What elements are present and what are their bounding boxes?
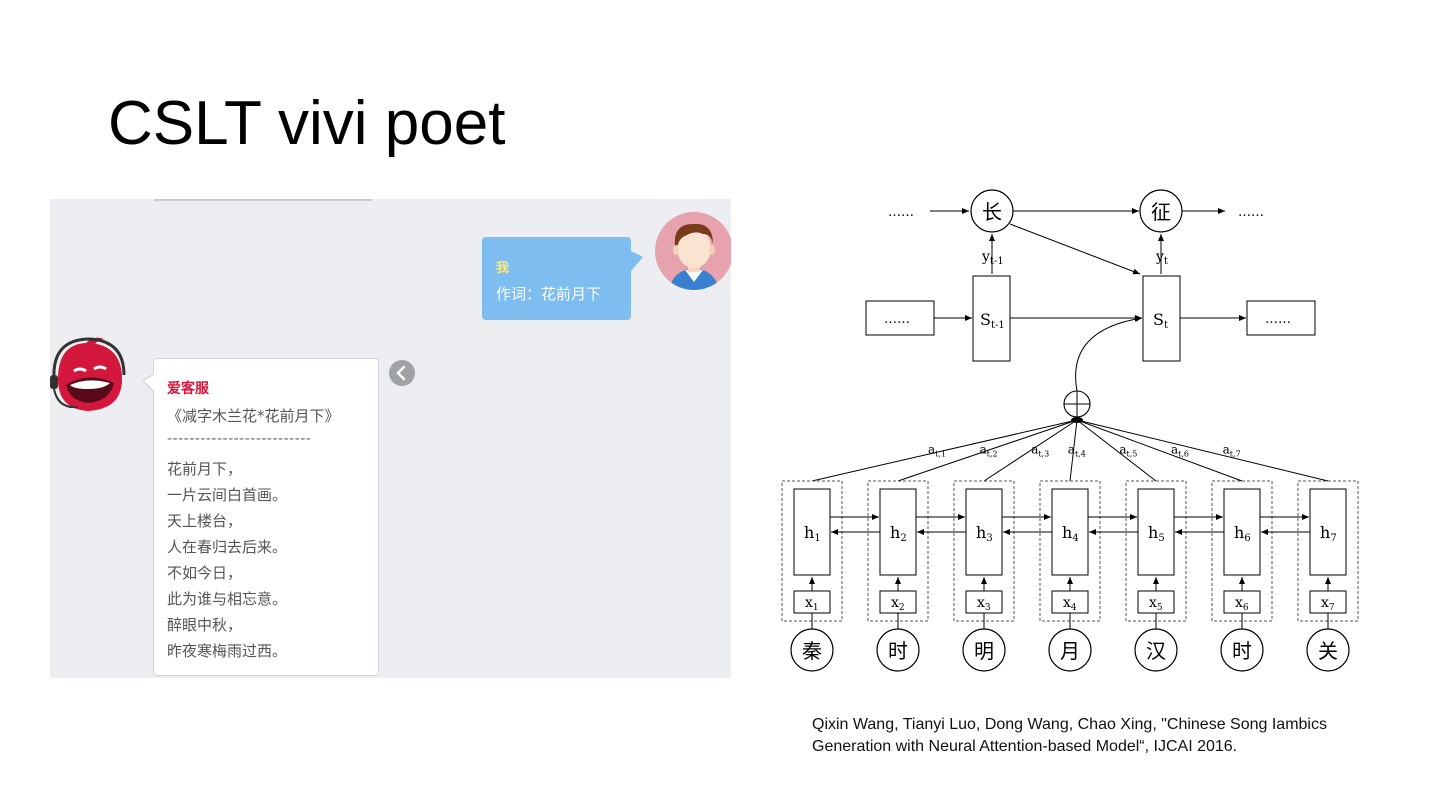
- state-box: [1142, 275, 1181, 362]
- poem-line: 此为谁与相忘意。: [167, 590, 288, 608]
- boy-avatar-icon[interactable]: [655, 212, 731, 290]
- attention-line: [983, 419, 1078, 482]
- input-char-node: [790, 628, 834, 672]
- poem-line: 花前月下，: [167, 460, 243, 478]
- headset-mascot-icon[interactable]: [50, 335, 128, 415]
- hidden-label: h2: [890, 523, 907, 544]
- attention-line: [897, 419, 1078, 482]
- y-label: yt-1: [981, 249, 1004, 267]
- poem-line: 昨夜寒梅雨过西。: [167, 642, 288, 660]
- hidden-state-box: [1309, 488, 1347, 576]
- poem-line: 天上楼台，: [167, 512, 243, 530]
- input-char-node: [1306, 628, 1350, 672]
- poem-line: 不如今日，: [167, 564, 243, 582]
- ellipsis-right-mid: ……: [1265, 312, 1291, 327]
- input-label: x7: [1321, 595, 1335, 613]
- hidden-label: h7: [1320, 523, 1337, 544]
- hidden-state-box: [1051, 488, 1089, 576]
- attention-lines: [811, 419, 1329, 482]
- input-char: 明: [974, 639, 994, 663]
- poem-line: 一片云间白首画。: [167, 486, 288, 504]
- attention-line: [1076, 419, 1157, 482]
- output-char: 长: [982, 200, 1002, 224]
- chat-top-divider: [154, 199, 372, 201]
- hidden-label: h6: [1234, 523, 1251, 544]
- input-char: 时: [888, 639, 908, 663]
- poem-lines: 花前月下， 一片云间白首画。 天上楼台， 人在春归去后来。 不如今日， 此为谁与…: [167, 456, 287, 664]
- bot-message-bubble: 爱客服 《减字木兰花*花前月下》 -----------------------…: [142, 358, 379, 676]
- poem-title: 《减字木兰花*花前月下》: [167, 407, 340, 425]
- ellipsis-left-top: ……: [888, 205, 914, 220]
- input-label: x2: [891, 595, 905, 613]
- bot-sender-label: 爱客服: [167, 381, 209, 397]
- input-char-node: [876, 628, 920, 672]
- output-char: 征: [1151, 200, 1171, 224]
- hidden-state-box: [1137, 488, 1175, 576]
- attention-weight-label: at,2: [980, 443, 998, 459]
- hidden-state-box: [793, 488, 831, 576]
- citation: Qixin Wang, Tianyi Luo, Dong Wang, Chao …: [812, 714, 1412, 758]
- attention-line: [1076, 419, 1243, 482]
- input-char: 汉: [1146, 639, 1166, 663]
- input-char: 秦: [802, 639, 822, 663]
- attention-weight-label: at,6: [1171, 443, 1189, 459]
- ellipsis-left-mid: ……: [884, 312, 910, 327]
- y-label: yt: [1155, 249, 1168, 267]
- ellipsis-box: [865, 300, 935, 336]
- input-char: 月: [1060, 639, 1080, 663]
- attention-weight-label: at,3: [1031, 443, 1049, 459]
- user-message-text: 作词：花前月下: [496, 285, 602, 303]
- input-label: x3: [977, 595, 991, 613]
- slide-title: CSLT vivi poet: [108, 89, 506, 158]
- hidden-label: h1: [804, 523, 821, 544]
- user-message-bubble: 我 作词：花前月下: [482, 237, 643, 320]
- poem-line: 人在春归去后来。: [167, 538, 288, 556]
- attention-weight-label: at,1: [928, 443, 946, 459]
- ellipsis-right-top: ……: [1238, 205, 1264, 220]
- citation-line-2: Generation with Neural Attention-based M…: [812, 738, 1238, 755]
- attention-weight-label: at,7: [1223, 443, 1241, 459]
- share-icon[interactable]: [389, 360, 415, 386]
- input-label: x1: [805, 595, 819, 613]
- attention-weight-label: at,4: [1068, 443, 1086, 459]
- input-label: x6: [1235, 595, 1249, 613]
- hidden-label: h5: [1148, 523, 1165, 544]
- attention-line: [811, 419, 1078, 482]
- input-char-node: [1134, 628, 1178, 672]
- state-label: St: [1153, 310, 1168, 331]
- input-char: 时: [1232, 639, 1252, 663]
- attention-weight-label: at,5: [1119, 443, 1137, 459]
- attention-line: [1076, 419, 1329, 482]
- input-label: x4: [1063, 595, 1077, 613]
- ellipsis-box: [1246, 300, 1316, 336]
- poem-divider: --------------------------: [167, 431, 312, 447]
- attention-model-diagram: …… 长 征 …… yt-1 yt …… St-1 St …… h1 x1 秦: [781, 189, 1359, 672]
- state-label: St-1: [980, 310, 1005, 331]
- input-char-node: [1048, 628, 1092, 672]
- hidden-state-box: [965, 488, 1003, 576]
- attention-line: [1069, 419, 1078, 482]
- hidden-label: h4: [1062, 523, 1079, 544]
- user-sender-label: 我: [496, 261, 510, 276]
- hidden-state-box: [879, 488, 917, 576]
- state-box: [972, 275, 1011, 362]
- chat-screenshot: 我 作词：花前月下 爱客服 《减字木兰花*花前月下》 ----: [50, 199, 731, 678]
- citation-line-1: Qixin Wang, Tianyi Luo, Dong Wang, Chao …: [812, 716, 1327, 733]
- hidden-label: h3: [976, 523, 993, 544]
- poem-line: 醉眼中秋，: [167, 616, 243, 634]
- input-label: x5: [1149, 595, 1163, 613]
- input-char-node: [1220, 628, 1264, 672]
- hidden-state-box: [1223, 488, 1261, 576]
- input-char-node: [962, 628, 1006, 672]
- input-char: 关: [1318, 639, 1338, 663]
